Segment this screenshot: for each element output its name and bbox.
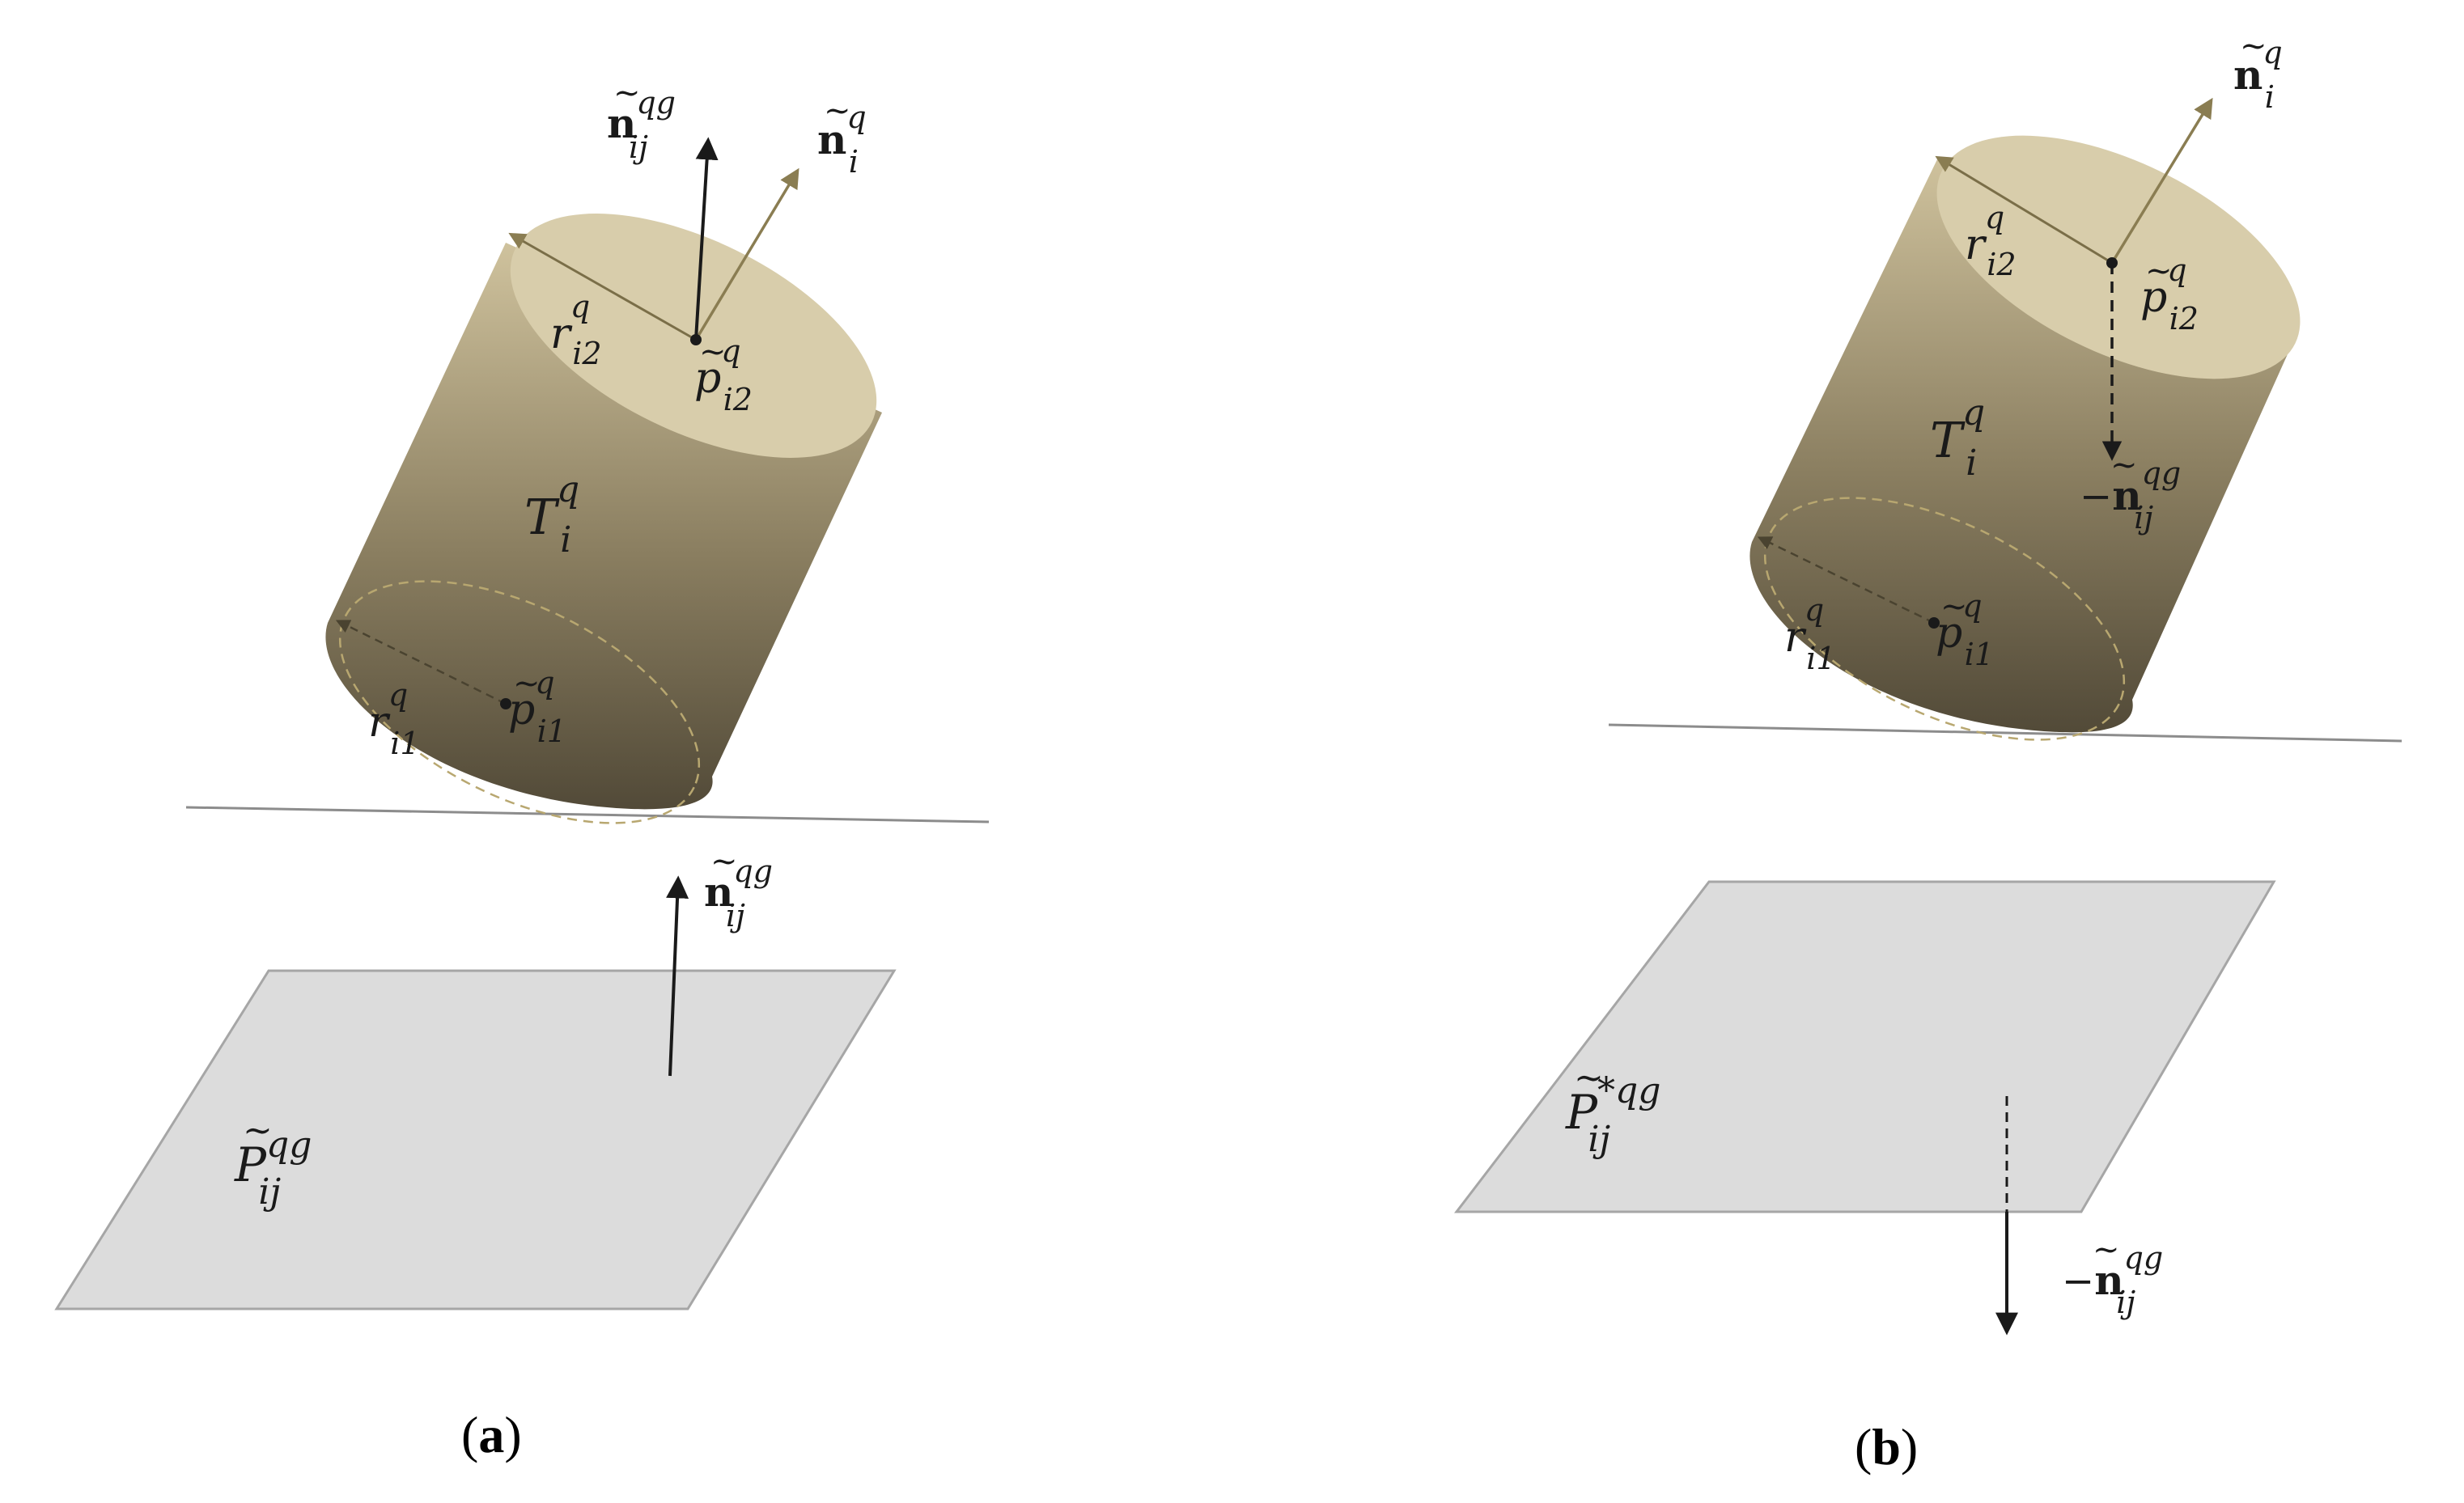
label-plane-a-tilde: ~ (243, 1110, 273, 1151)
plane-b (1453, 880, 2276, 1213)
top-radius-arrow-a (508, 232, 697, 341)
label-top-center-a-tilde: ~ (699, 333, 727, 370)
cylinder-top-b (1936, 135, 2301, 379)
label-neg-normal-b-tilde: ~ (2110, 447, 2138, 484)
cylinder-bottom-dashed-b (1763, 497, 2126, 741)
ground-line-b (1608, 723, 2403, 743)
axis-normal-arrow-b (2110, 97, 2213, 264)
caption-a: (a) (461, 1406, 522, 1463)
label-bottom-center-b-tilde: ~ (1940, 588, 1968, 625)
label-normal-axis-b-tilde: ~ (2240, 28, 2267, 65)
top-center-point-b (2106, 257, 2118, 269)
label-normal-axis-a-tilde: ~ (824, 92, 851, 129)
ground-line-a (185, 806, 990, 823)
label-top-center-b-tilde: ~ (2145, 252, 2173, 290)
label-plane-neg-normal-b-tilde: ~ (2093, 1231, 2120, 1268)
top-radius-arrow-b (1935, 155, 2113, 265)
label-plane-normal-a-tilde: ~ (710, 843, 738, 880)
bottom-radius-arrow-b (1757, 536, 1935, 624)
bottom-center-point-a (500, 698, 511, 709)
caption-b: (b) (1855, 1418, 1918, 1475)
plane-normal-arrow-a (666, 875, 689, 1077)
cylinder-bottom-dashed-a (338, 580, 701, 824)
plane-a (54, 969, 897, 1310)
top-center-point-a (690, 334, 702, 345)
bottom-center-point-b (1928, 617, 1940, 629)
plane-normal-up-arrow-a (694, 137, 719, 341)
label-plane-b-tilde: ~ (1574, 1057, 1604, 1099)
label-bottom-center-a-tilde: ~ (513, 665, 541, 702)
bottom-radius-arrow-a (335, 620, 507, 705)
axis-normal-arrow-a (694, 167, 799, 341)
label-normal-up-a-tilde: ~ (613, 74, 641, 112)
